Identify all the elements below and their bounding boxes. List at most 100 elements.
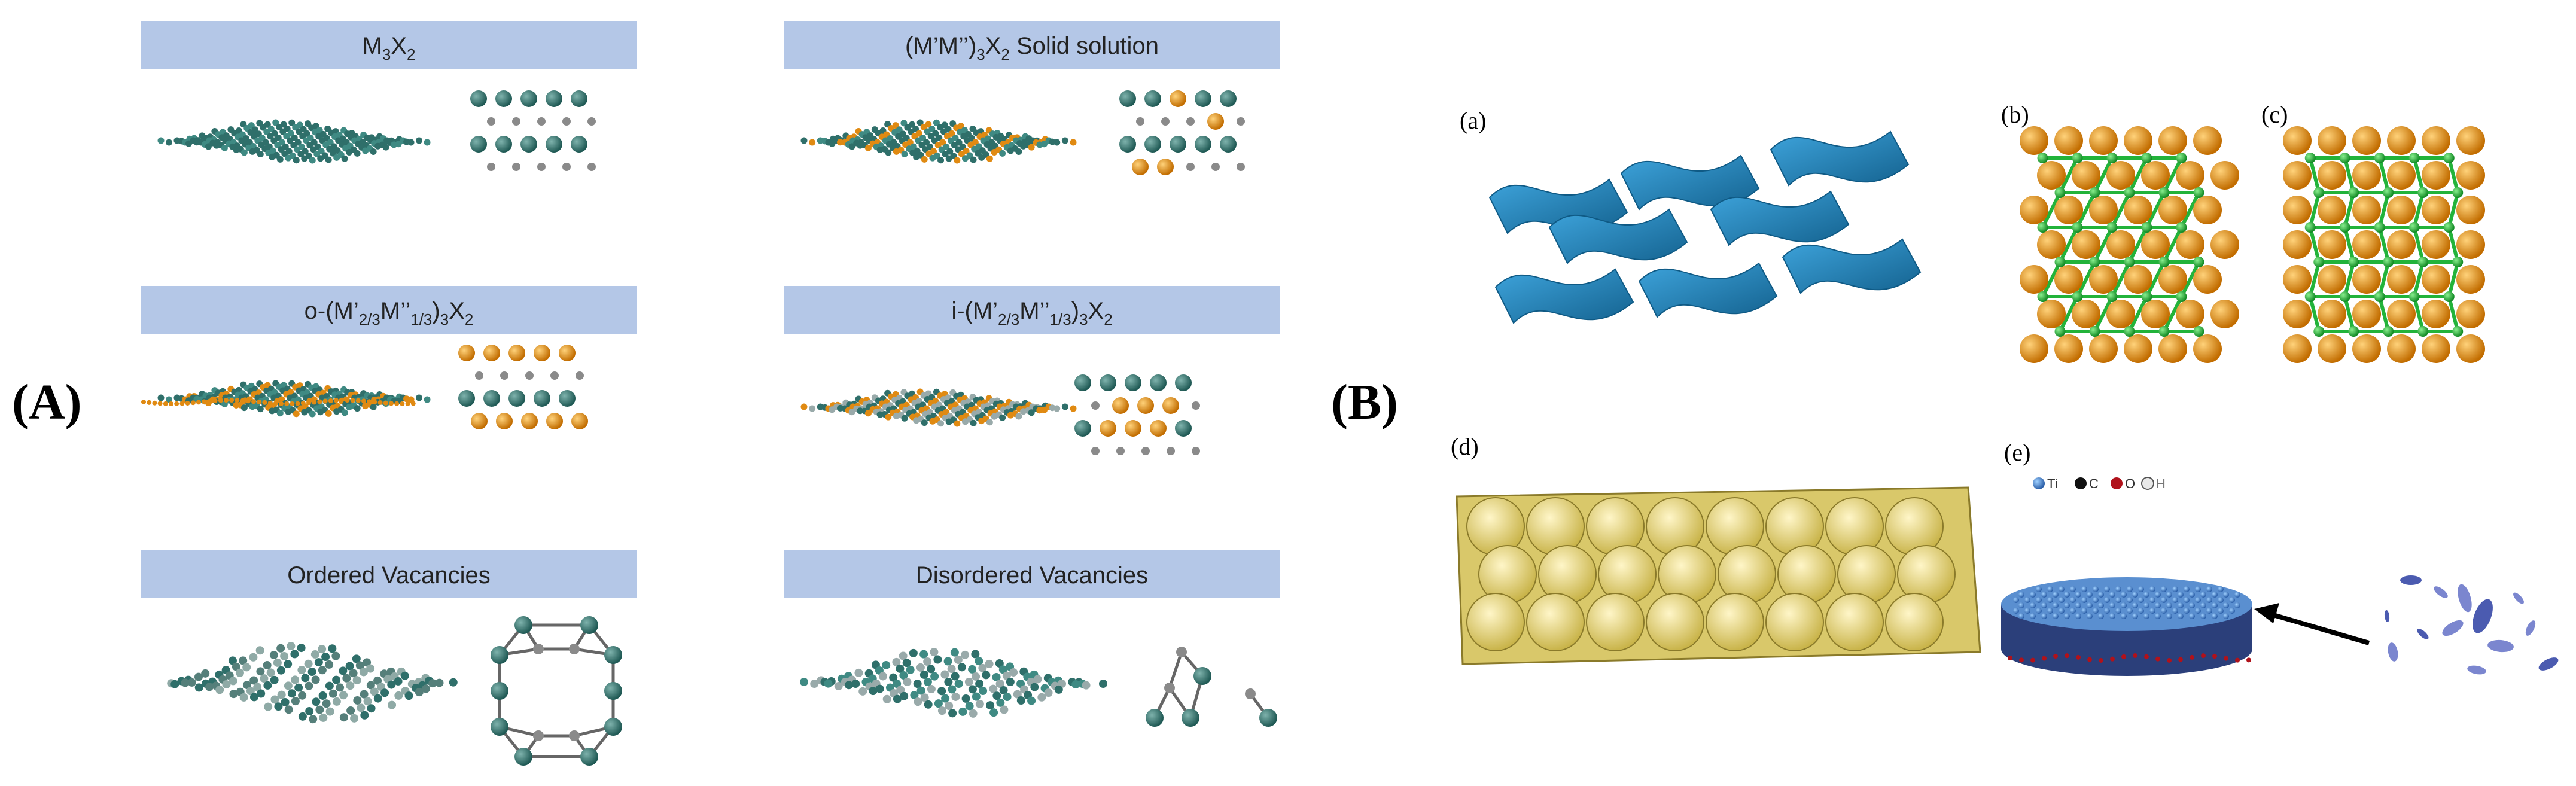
slab-atom (263, 681, 272, 690)
slab-atom (1020, 408, 1027, 415)
slab-atom (372, 400, 377, 405)
slab-atom (943, 657, 952, 666)
atom (2070, 586, 2076, 592)
atom (2098, 602, 2104, 608)
atom (2374, 291, 2385, 302)
sphere (1466, 593, 1525, 651)
bond (2412, 261, 2425, 297)
slab-atom (824, 679, 833, 688)
slab-atom (321, 653, 330, 662)
header-bar-disordered-vacancies: Disordered Vacancies (784, 550, 1280, 598)
slab-atom (314, 658, 323, 667)
atom (2121, 602, 2127, 608)
atom (512, 117, 520, 126)
atom (2184, 586, 2190, 592)
atom (2234, 592, 2240, 598)
atom (2456, 126, 2485, 155)
bond (2412, 157, 2425, 193)
slab-atom (954, 157, 961, 164)
atom (512, 163, 520, 171)
atom (1245, 688, 1256, 699)
slab-atom (318, 645, 327, 654)
atom (2008, 656, 2012, 660)
sheet (1494, 268, 1634, 324)
slab-atom (318, 691, 327, 700)
slab-atom (309, 410, 316, 418)
slab-atom (998, 665, 1007, 674)
atom (2200, 613, 2206, 619)
slab-atom (235, 668, 244, 677)
slab-atom (222, 680, 231, 689)
atom (2417, 257, 2429, 267)
svg-text:C: C (2089, 476, 2099, 491)
slab-atom (165, 396, 172, 403)
atom (2030, 592, 2036, 598)
atom (2193, 265, 2222, 294)
atom (2184, 608, 2190, 614)
atom (2422, 334, 2450, 363)
slab-atom (999, 414, 1006, 421)
atom (2443, 291, 2455, 302)
flake (2538, 657, 2559, 671)
slab-atom (970, 156, 977, 163)
slab-atom (394, 691, 403, 700)
atom (2019, 657, 2024, 663)
slab-atom (202, 399, 207, 404)
slab-atom (899, 671, 908, 680)
slab-atom (205, 143, 212, 150)
slab-atom (187, 678, 196, 687)
slab-atom (285, 408, 292, 415)
atom (2099, 657, 2103, 663)
slab-atom (352, 676, 361, 685)
slab-atom (288, 119, 296, 126)
atom (2064, 602, 2070, 608)
atom (2283, 334, 2312, 363)
atom (2013, 597, 2019, 603)
slab-atom (424, 396, 431, 403)
atom (2158, 265, 2187, 294)
slab-atom (989, 684, 998, 693)
slab-atom (190, 400, 196, 406)
svg-text:Disordered Vacancies: Disordered Vacancies (916, 562, 1148, 589)
slab-atom (929, 154, 936, 162)
slab-atom (896, 664, 905, 673)
slab-atom (279, 128, 287, 135)
atom (1167, 447, 1175, 455)
bond (2447, 192, 2460, 228)
atom (571, 136, 587, 153)
svg-text:Ti: Ti (2047, 476, 2058, 491)
atom (1125, 420, 1141, 437)
slab-atom (279, 401, 284, 406)
slab-atom (889, 673, 898, 682)
slab-atom (1030, 683, 1039, 691)
slab-atom (1020, 142, 1027, 150)
atom (1193, 667, 1211, 685)
slab-atom (937, 687, 946, 696)
atom (2081, 586, 2087, 592)
atom (471, 413, 488, 429)
slab-atom (301, 409, 308, 416)
atom (500, 371, 508, 380)
slab-atom (266, 668, 275, 677)
atom (2195, 597, 2201, 603)
slab-atom (1033, 675, 1042, 684)
slab-atom (370, 403, 377, 410)
slab-atom (389, 401, 394, 406)
atom (1144, 136, 1161, 153)
atom (2030, 613, 2036, 619)
atom (2422, 265, 2450, 294)
slab-atom (961, 694, 970, 703)
lattice-b (2020, 126, 2239, 363)
atom (2138, 597, 2144, 603)
atom (2283, 300, 2312, 328)
slab-atom (281, 150, 288, 157)
atom (2195, 608, 2201, 614)
atom (2054, 326, 2066, 337)
slab-atom (961, 650, 970, 659)
slab-atom (387, 680, 396, 689)
slab-atom (992, 691, 1001, 700)
slab-atom (296, 128, 303, 135)
slab-atom (354, 150, 361, 157)
slab-atom (218, 398, 223, 403)
slab-atom (213, 142, 220, 149)
